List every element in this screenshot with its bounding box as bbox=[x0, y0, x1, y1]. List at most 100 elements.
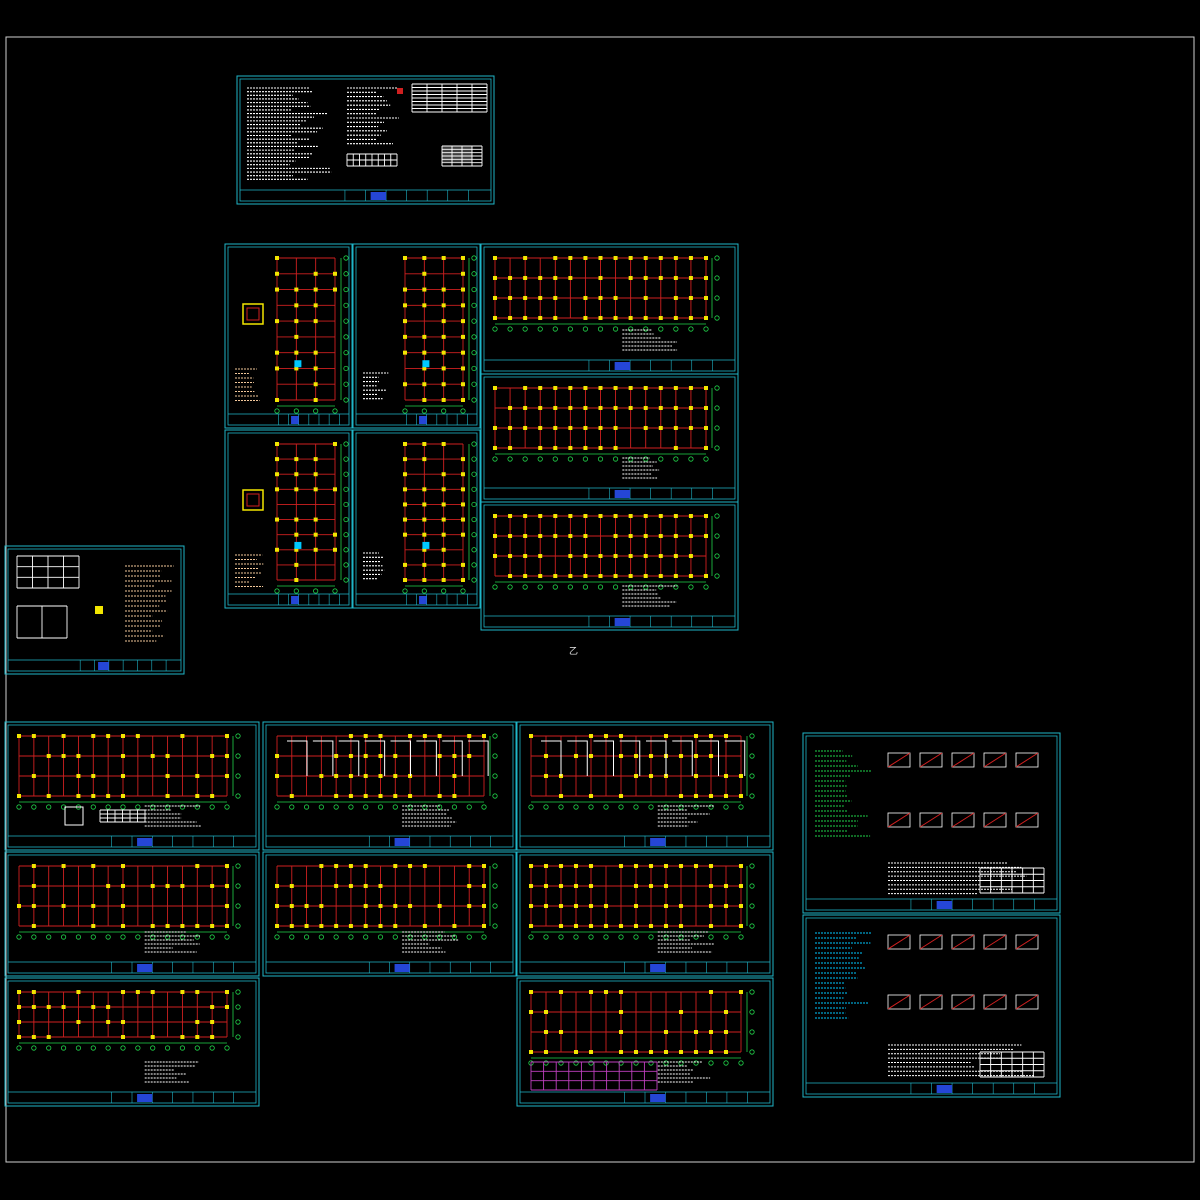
title-block-logo bbox=[137, 964, 153, 972]
axis-bubble bbox=[422, 804, 428, 810]
column-mark bbox=[493, 386, 497, 390]
axis-bubble bbox=[749, 923, 755, 929]
axis-bubble bbox=[164, 1045, 171, 1051]
axis-bubble bbox=[348, 934, 354, 940]
column-mark bbox=[598, 386, 603, 390]
column-mark bbox=[493, 554, 497, 558]
table-fill bbox=[442, 146, 472, 162]
column-mark bbox=[363, 864, 368, 868]
column-mark bbox=[313, 271, 318, 276]
column-mark bbox=[225, 924, 229, 928]
column-mark bbox=[225, 774, 229, 778]
axis-bubble bbox=[633, 804, 639, 810]
sheet-tall-plan-3 bbox=[224, 429, 353, 609]
column-mark bbox=[598, 426, 603, 430]
column-mark bbox=[31, 734, 36, 738]
beam-outline bbox=[646, 740, 667, 776]
axis-bubble bbox=[164, 934, 171, 940]
column-mark bbox=[739, 774, 743, 778]
sheet-inner-border bbox=[483, 376, 736, 500]
column-mark bbox=[348, 734, 353, 738]
axis-bubble bbox=[235, 1004, 241, 1010]
axis-bubble bbox=[693, 804, 699, 810]
axis-bubble bbox=[235, 793, 241, 799]
column-mark bbox=[135, 734, 140, 738]
column-mark bbox=[180, 734, 185, 738]
beam-outline bbox=[390, 740, 411, 776]
column-mark bbox=[658, 316, 663, 320]
column-mark bbox=[583, 534, 588, 538]
axis-bubble bbox=[492, 456, 498, 462]
column-mark bbox=[688, 514, 693, 518]
column-mark bbox=[294, 334, 299, 339]
rebar-line bbox=[951, 994, 975, 1010]
axis-bubble bbox=[471, 381, 477, 387]
column-mark bbox=[313, 532, 318, 537]
column-mark bbox=[658, 514, 663, 518]
rebar-line bbox=[887, 934, 911, 950]
column-mark bbox=[461, 334, 465, 339]
column-mark bbox=[46, 754, 51, 758]
title-block-logo bbox=[291, 416, 299, 424]
column-mark bbox=[634, 774, 638, 778]
column-mark bbox=[210, 794, 215, 798]
axis-bubble bbox=[693, 1060, 699, 1066]
sheet-inner-border bbox=[483, 504, 736, 628]
column-mark bbox=[493, 296, 497, 300]
column-mark bbox=[559, 884, 563, 888]
column-mark bbox=[135, 990, 140, 994]
column-mark bbox=[619, 990, 623, 994]
axis-bubble bbox=[363, 804, 369, 810]
column-mark bbox=[467, 884, 472, 888]
sheet-tall-plan-2 bbox=[352, 243, 481, 429]
column-mark bbox=[482, 904, 486, 908]
column-mark bbox=[441, 472, 446, 477]
axis-bubble bbox=[749, 1009, 755, 1015]
column-mark bbox=[709, 794, 713, 798]
column-mark bbox=[724, 1010, 728, 1014]
axis-bubble bbox=[693, 934, 699, 940]
column-mark bbox=[658, 256, 663, 260]
axis-bubble bbox=[749, 989, 755, 995]
axis-bubble bbox=[441, 408, 447, 414]
column-mark bbox=[408, 794, 413, 798]
column-mark bbox=[583, 446, 588, 450]
axis-bubble bbox=[537, 456, 543, 462]
section-detail bbox=[983, 934, 1007, 950]
column-mark bbox=[508, 426, 513, 430]
column-mark bbox=[437, 794, 442, 798]
column-mark bbox=[452, 774, 457, 778]
column-mark bbox=[553, 514, 558, 518]
axis-bubble bbox=[392, 804, 398, 810]
column-mark bbox=[673, 514, 678, 518]
column-mark bbox=[106, 1005, 111, 1009]
axis-bubble bbox=[749, 883, 755, 889]
sheet-wide-plan-3 bbox=[480, 501, 739, 631]
column-mark bbox=[363, 924, 368, 928]
column-mark bbox=[649, 754, 653, 758]
axis-bubble bbox=[179, 934, 186, 940]
axis-bubble bbox=[343, 516, 349, 523]
column-mark bbox=[649, 1050, 653, 1054]
column-mark bbox=[664, 904, 668, 908]
axis-bubble bbox=[164, 804, 171, 810]
column-mark bbox=[393, 924, 398, 928]
axis-bubble bbox=[543, 1060, 549, 1066]
column-mark bbox=[422, 562, 427, 567]
column-mark bbox=[441, 303, 446, 308]
column-mark bbox=[294, 303, 299, 308]
axis-bubble bbox=[224, 804, 230, 810]
sheet-inner-border bbox=[519, 980, 771, 1104]
column-mark bbox=[461, 256, 465, 260]
column-mark bbox=[574, 754, 578, 758]
column-mark bbox=[195, 924, 200, 928]
beam-outline bbox=[364, 740, 386, 776]
axis-bubble bbox=[209, 934, 215, 940]
column-mark bbox=[61, 1005, 66, 1009]
column-mark bbox=[613, 426, 618, 430]
column-mark bbox=[658, 406, 663, 410]
column-mark bbox=[195, 794, 200, 798]
column-mark bbox=[553, 316, 558, 320]
title-block-logo bbox=[137, 1094, 153, 1102]
column-mark bbox=[313, 457, 318, 462]
